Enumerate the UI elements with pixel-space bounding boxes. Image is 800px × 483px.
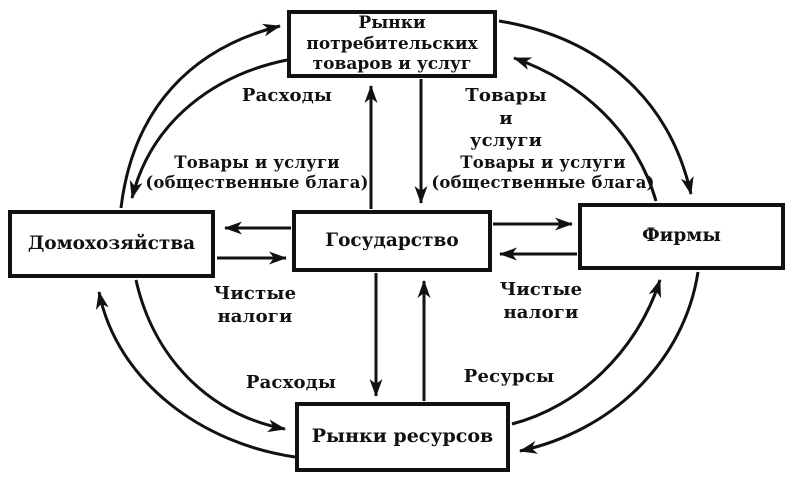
node-resource-market: Рынки ресурсов <box>295 402 510 472</box>
arrow-consumer-market-to-firms <box>498 19 694 195</box>
node-households: Домохозяйства <box>8 210 215 278</box>
arrow-resource-market-to-firms <box>511 279 662 426</box>
node-households-label: Домохозяйства <box>27 232 196 254</box>
label-net-taxes-left: Чистые налоги <box>213 283 297 327</box>
label-public-goods-left: Товары и услуги (общественные блага) <box>145 153 369 192</box>
label-expenses-top: Расходы <box>241 85 333 106</box>
arrow-resource-market-to-households <box>95 291 296 459</box>
label-resources-bottom: Ресурсы <box>463 366 555 387</box>
node-state: Государство <box>292 210 492 272</box>
label-public-goods-right: Товары и услуги (общественные блага) <box>431 153 655 192</box>
arrow-firms-to-resource-market <box>519 271 700 454</box>
label-goods-services: Товары и услуги <box>465 85 547 151</box>
node-firms: Фирмы <box>578 203 785 270</box>
node-consumer-market: Рынки потребительских товаров и услуг <box>287 10 497 78</box>
label-net-taxes-right: Чистые налоги <box>499 279 583 323</box>
node-state-label: Государство <box>325 229 459 251</box>
label-expenses-bottom: Расходы <box>245 372 337 393</box>
arrow-firms-to-consumer-market <box>513 56 658 202</box>
arrow-households-to-consumer-market <box>119 23 281 209</box>
node-consumer-market-label: Рынки потребительских товаров и услуг <box>306 12 478 75</box>
arrow-households-to-resource-market <box>134 279 286 433</box>
node-resource-market-label: Рынки ресурсов <box>311 425 494 448</box>
arrow-consumer-market-to-households <box>129 58 288 199</box>
node-firms-label: Фирмы <box>642 225 721 247</box>
